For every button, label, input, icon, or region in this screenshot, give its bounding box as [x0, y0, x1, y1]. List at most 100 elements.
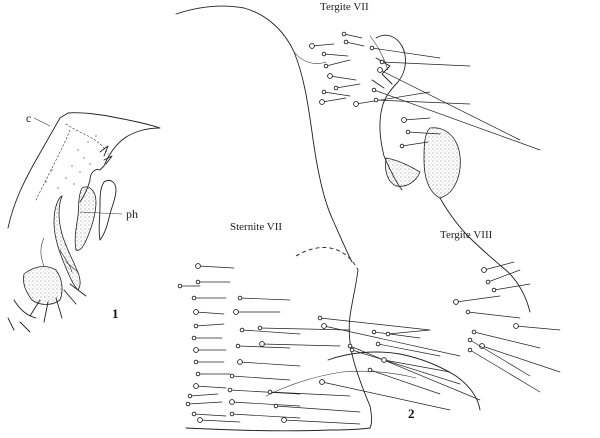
seta [193, 413, 227, 417]
seta-socket [453, 299, 459, 305]
seta [237, 345, 291, 349]
seta [369, 369, 441, 395]
seta [325, 59, 351, 67]
seta-socket [399, 143, 405, 149]
seta [345, 41, 365, 47]
seta-socket [471, 329, 477, 335]
sternite-7-inner-fold [265, 370, 417, 397]
seta-socket [193, 359, 199, 365]
seta [469, 349, 541, 393]
seta-socket [321, 51, 327, 57]
seta-socket [465, 309, 471, 315]
seta [195, 311, 225, 315]
seta [335, 83, 361, 89]
seta [323, 91, 351, 97]
seta [259, 327, 351, 331]
seta [351, 349, 461, 385]
seta [487, 269, 521, 283]
seta-socket [347, 343, 353, 349]
seta-socket [191, 411, 197, 417]
tergite-7-inner [293, 35, 389, 71]
seta [229, 389, 301, 395]
stippled-gland [423, 127, 461, 199]
seta-socket [367, 367, 373, 373]
seta-socket [193, 383, 199, 389]
seta-socket [237, 359, 243, 365]
seta [515, 325, 561, 331]
seta-socket [379, 59, 385, 65]
seta [407, 131, 441, 135]
seta-socket [197, 417, 203, 423]
seta [323, 53, 349, 57]
seta [373, 331, 421, 339]
seta-socket [385, 331, 391, 337]
seta-socket [259, 341, 265, 347]
label-tergite-vii: Tergite VII [320, 1, 369, 13]
seta-socket [371, 87, 377, 93]
seta-socket [185, 401, 191, 407]
seta [373, 89, 541, 151]
seta-socket [267, 389, 273, 395]
phallus-lobe [74, 186, 97, 251]
seta-socket [319, 99, 325, 105]
membrane-outline [327, 351, 481, 411]
seta [197, 265, 235, 269]
seta [401, 141, 429, 147]
figure-2-abdomen: Tergite VII Sternite VII Tergite VIII 2 [175, 1, 561, 432]
seta-socket [321, 89, 327, 95]
sternite-7-outline [348, 269, 372, 429]
label-ph: ph [126, 207, 138, 221]
seta-socket [257, 325, 263, 331]
seta-socket [371, 329, 377, 335]
seta [275, 405, 361, 413]
seta [383, 359, 451, 373]
figure-1-genitalia: c ph 1 [7, 111, 161, 333]
capsule-outline [7, 112, 161, 229]
seta-socket [373, 97, 379, 103]
seta [241, 329, 301, 335]
seta-socket [195, 263, 201, 269]
basal-structure [23, 266, 63, 305]
seta-socket [333, 85, 339, 91]
seta [403, 117, 431, 121]
seta [455, 295, 501, 303]
seta-socket [513, 323, 519, 329]
seta-socket [375, 341, 381, 347]
setae-group [177, 31, 561, 425]
seta [387, 329, 431, 335]
seta [481, 345, 561, 373]
seta-socket [235, 343, 241, 349]
leader-ph [79, 211, 123, 215]
seta-socket [281, 417, 287, 423]
tergite-8-outline [439, 197, 531, 313]
label-sternite-vii: Sternite VII [230, 221, 282, 233]
seta [231, 413, 301, 419]
seta [371, 47, 441, 59]
seta-socket [341, 31, 347, 37]
seta-socket [485, 279, 491, 285]
seta [473, 331, 541, 349]
seta [261, 343, 341, 347]
seta-socket [369, 45, 375, 51]
seta [355, 91, 431, 105]
seta [321, 381, 451, 411]
seta-socket [349, 347, 355, 353]
seta [379, 69, 521, 141]
seta-socket [193, 323, 199, 329]
seta [319, 317, 431, 331]
stippled-patch [385, 157, 421, 187]
seta-socket [239, 327, 245, 333]
seta [269, 391, 351, 397]
seta-socket [401, 117, 407, 123]
label-tergite-viii: Tergite VIII [440, 229, 493, 241]
seta [283, 419, 361, 425]
seta [199, 419, 241, 423]
basal-rods [7, 283, 87, 333]
tergite-7-outline [175, 5, 353, 263]
seta-socket [193, 309, 199, 315]
phallus-right-process [98, 179, 117, 241]
seta [239, 361, 301, 367]
seta [343, 33, 363, 39]
seta-socket [237, 295, 243, 301]
